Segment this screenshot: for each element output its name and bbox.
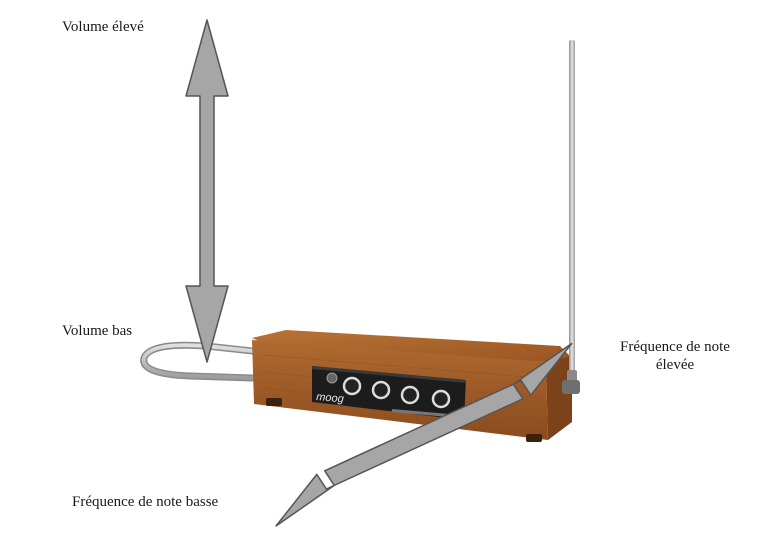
wood-side-face	[546, 356, 572, 440]
knob	[400, 385, 420, 405]
audio-jack	[326, 372, 338, 384]
pitch-double-arrow	[275, 342, 573, 527]
foot	[266, 398, 282, 406]
knob	[431, 389, 451, 409]
label-frequency-high-line2: élevée	[655, 357, 695, 373]
volume-loop-antenna	[140, 341, 266, 382]
knob	[342, 376, 362, 396]
knob	[371, 380, 391, 400]
volume-double-arrow	[185, 19, 229, 363]
label-frequency-low: Fréquence de note basse	[72, 494, 219, 510]
brand-logo: moog	[316, 391, 345, 405]
label-frequency-high-line1: Fréquence de note	[620, 339, 730, 355]
wood-top-face	[252, 330, 572, 362]
label-volume-high: Volume élevé	[62, 19, 144, 35]
label-frequency-high: Fréquence de note élevée	[600, 338, 750, 374]
foot	[526, 434, 542, 442]
label-volume-low: Volume bas	[62, 323, 133, 339]
pitch-antenna	[562, 40, 580, 394]
